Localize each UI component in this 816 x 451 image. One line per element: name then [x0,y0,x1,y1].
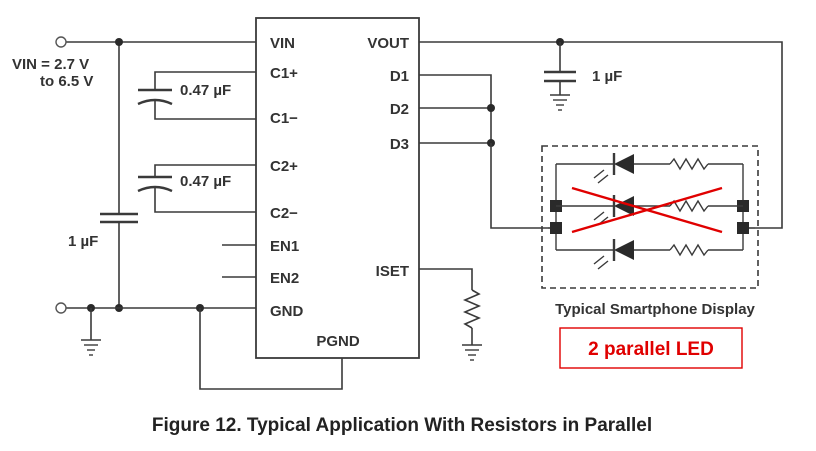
pin-d3: D3 [390,136,409,153]
display-boundary [541,145,759,289]
pin-pgnd: PGND [316,333,360,350]
led-3 [556,239,743,270]
pin-vout: VOUT [367,35,409,52]
led-cross-out-mark [571,186,723,234]
pin-en2: EN2 [270,270,299,287]
annotation-box [559,327,743,369]
gnd-terminal [55,302,67,314]
c2-value: 0.47 µF [180,173,231,190]
vin-terminal [55,36,67,48]
led-driver-wires [419,74,548,229]
figure-caption: Figure 12. Typical Application With Resi… [152,415,652,436]
vin-rail [55,36,256,214]
led-1 [556,153,743,184]
pin-iset: ISET [376,263,409,280]
c2-capacitor [137,164,256,213]
pin-c2-plus: C2+ [270,158,298,175]
ground-symbol [462,344,482,361]
c1-capacitor [137,71,256,120]
vin-label-line1: VIN = 2.7 V [12,56,89,73]
output-capacitor [544,70,576,95]
vout-rail [419,38,783,229]
pin-c1-plus: C1+ [270,65,298,82]
pin-c2-minus: C2− [270,205,298,222]
cout-value: 1 µF [592,68,622,85]
ground-symbol [550,94,570,111]
pin-gnd: GND [270,303,304,320]
gnd-rail [55,302,256,340]
pin-vin: VIN [270,35,295,52]
vin-label-line2: to 6.5 V [40,73,93,90]
pgnd-wire [199,308,343,390]
cin-value: 1 µF [68,233,98,250]
display-label: Typical Smartphone Display [555,301,755,318]
pin-en1: EN1 [270,238,299,255]
annotation-text: 2 parallel LED [588,339,714,360]
pin-c1-minus: C1− [270,110,298,127]
iset-resistor [419,268,482,345]
ic-body [255,17,420,359]
input-capacitor [100,212,138,312]
led-array [548,153,755,270]
c1-value: 0.47 µF [180,82,231,99]
pin-d1: D1 [390,68,409,85]
ground-symbol [81,339,101,356]
pin-d2: D2 [390,101,409,118]
